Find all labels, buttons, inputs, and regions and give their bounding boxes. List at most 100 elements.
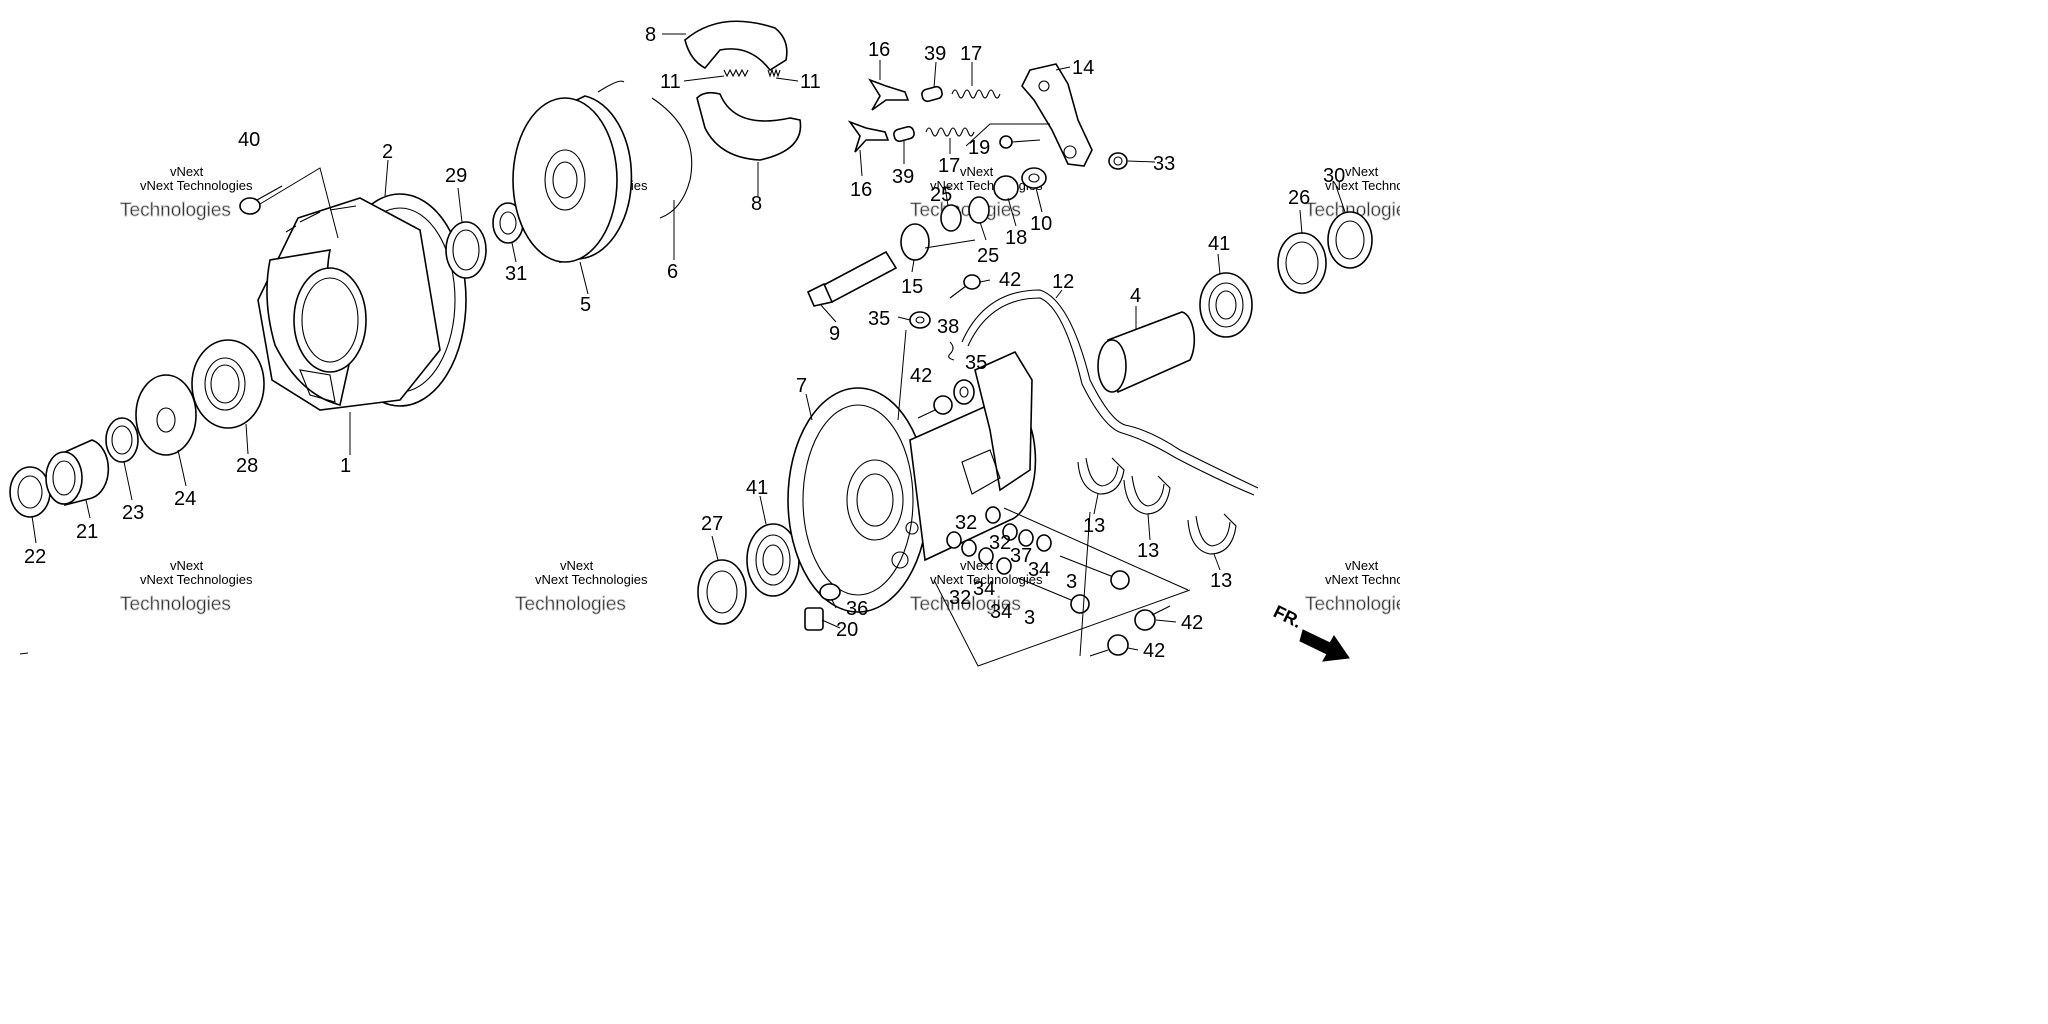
svg-text:vNext Technologies: vNext Technologies bbox=[535, 572, 648, 587]
part-stay-rod bbox=[1059, 555, 1130, 590]
callout-label: 42 bbox=[1181, 612, 1203, 634]
part-brake-shoe-upper bbox=[684, 20, 788, 72]
callout-label: 16 bbox=[850, 179, 872, 201]
part-bolt bbox=[1134, 605, 1171, 631]
callout-label: 32 bbox=[989, 532, 1011, 554]
callout-label: 14 bbox=[1072, 57, 1094, 79]
watermark: vNext vNext Technologies Technologies bbox=[515, 558, 648, 615]
part-washer bbox=[1036, 534, 1052, 552]
front-direction-label: FR. bbox=[1270, 601, 1305, 632]
callout-label: 24 bbox=[174, 488, 196, 510]
part-washer bbox=[1002, 523, 1018, 541]
part-spring bbox=[767, 68, 781, 78]
svg-text:vNext Technologies: vNext Technologies bbox=[1325, 572, 1400, 587]
part-brake-shoe-lower bbox=[696, 91, 802, 161]
part-clamp bbox=[1187, 513, 1237, 555]
callout-label: 35 bbox=[868, 308, 890, 330]
part-washer bbox=[968, 196, 990, 224]
callout-label: 17 bbox=[960, 43, 982, 65]
part-washer bbox=[1021, 167, 1047, 189]
svg-text:Technologies: Technologies bbox=[1305, 200, 1400, 221]
part-indicator-plate bbox=[900, 223, 976, 261]
svg-text:vNext Technologies: vNext Technologies bbox=[140, 178, 253, 193]
callout-label: 8 bbox=[751, 193, 762, 215]
part-bolt bbox=[239, 185, 283, 215]
callout-label: 2 bbox=[382, 141, 393, 163]
callout-label: 16 bbox=[868, 39, 890, 61]
callout-label: 17 bbox=[938, 155, 960, 177]
part-nut bbox=[1108, 152, 1128, 170]
svg-text:vNext: vNext bbox=[1345, 164, 1379, 179]
svg-text:vNext: vNext bbox=[1345, 558, 1379, 573]
callout-label: 34 bbox=[990, 601, 1012, 623]
part-washer bbox=[978, 547, 994, 565]
callout-label: 4 bbox=[1130, 285, 1141, 307]
callout-label: 23 bbox=[122, 502, 144, 524]
exploded-parts-diagram: vNext vNext Technologies Technologies vN… bbox=[9, 20, 1400, 667]
part-oil-seal bbox=[1327, 211, 1373, 269]
part-washer bbox=[996, 557, 1012, 575]
callout-label: 20 bbox=[836, 619, 858, 641]
callout-label: 13 bbox=[1210, 570, 1232, 592]
callout-label: 37 bbox=[1010, 545, 1032, 567]
part-washer bbox=[105, 417, 139, 463]
part-stay-rod bbox=[1017, 577, 1090, 614]
arrow-icon bbox=[1299, 629, 1350, 662]
scan-mark bbox=[19, 652, 29, 655]
part-bolt bbox=[917, 395, 953, 419]
callout-label: 19 bbox=[968, 137, 990, 159]
callout-label: 26 bbox=[1288, 187, 1310, 209]
callout-label: 8 bbox=[645, 24, 656, 46]
callout-labels: 1 2 3 3 4 5 6 7 8 8 9 10 11 11 12 13 13 … bbox=[24, 24, 1345, 662]
callout-label: 29 bbox=[445, 165, 467, 187]
callout-label: 5 bbox=[580, 294, 591, 316]
svg-text:Technologies: Technologies bbox=[120, 594, 231, 615]
callout-label: 38 bbox=[937, 316, 959, 338]
part-bolt bbox=[949, 274, 981, 299]
callout-label: 39 bbox=[892, 166, 914, 188]
part-brake-hub bbox=[257, 193, 467, 411]
callout-label: 3 bbox=[1024, 607, 1035, 629]
callout-label: 36 bbox=[846, 598, 868, 620]
part-cam-shaft bbox=[806, 250, 898, 307]
watermark: vNext vNext Technologies Technologies bbox=[120, 164, 253, 221]
part-washer bbox=[961, 539, 977, 557]
part-nut bbox=[9, 466, 51, 518]
callout-label: 15 bbox=[901, 276, 923, 298]
part-oil-seal bbox=[191, 339, 265, 429]
svg-text:vNext Technologies: vNext Technologies bbox=[1325, 178, 1400, 193]
part-brake-arm bbox=[1021, 63, 1093, 167]
callout-label: 25 bbox=[930, 184, 952, 206]
part-pin bbox=[893, 125, 915, 143]
callout-label: 3 bbox=[1066, 571, 1077, 593]
svg-text:Technologies: Technologies bbox=[1305, 594, 1400, 615]
callout-label: 18 bbox=[1005, 227, 1027, 249]
callout-label: 6 bbox=[667, 261, 678, 283]
part-washer bbox=[909, 311, 931, 329]
part-clip bbox=[948, 341, 955, 361]
svg-text:Technologies: Technologies bbox=[120, 200, 231, 221]
part-drain-plug bbox=[804, 607, 824, 631]
part-oil-seal bbox=[697, 559, 747, 625]
svg-text:vNext: vNext bbox=[170, 558, 204, 573]
part-washer bbox=[1018, 529, 1034, 547]
part-washer bbox=[946, 531, 962, 549]
callout-label: 30 bbox=[1323, 165, 1345, 187]
part-bolt bbox=[999, 135, 1041, 149]
part-breather-tube bbox=[961, 289, 1259, 496]
callout-label: 41 bbox=[746, 477, 768, 499]
part-pin bbox=[921, 85, 943, 103]
callout-label: 13 bbox=[1137, 540, 1159, 562]
part-washer bbox=[953, 379, 975, 405]
part-washer bbox=[993, 175, 1019, 201]
callout-label: 13 bbox=[1083, 515, 1105, 537]
callout-label: 33 bbox=[1153, 153, 1175, 175]
svg-text:vNext Technologies: vNext Technologies bbox=[140, 572, 253, 587]
callout-label: 42 bbox=[910, 365, 932, 387]
watermark: vNext vNext Technologies Technologies bbox=[120, 558, 253, 615]
part-collar bbox=[45, 439, 110, 507]
callout-label: 11 bbox=[660, 71, 681, 93]
callout-label: 11 bbox=[800, 71, 821, 93]
callout-label: 31 bbox=[505, 263, 527, 285]
callout-label: 40 bbox=[238, 129, 260, 151]
